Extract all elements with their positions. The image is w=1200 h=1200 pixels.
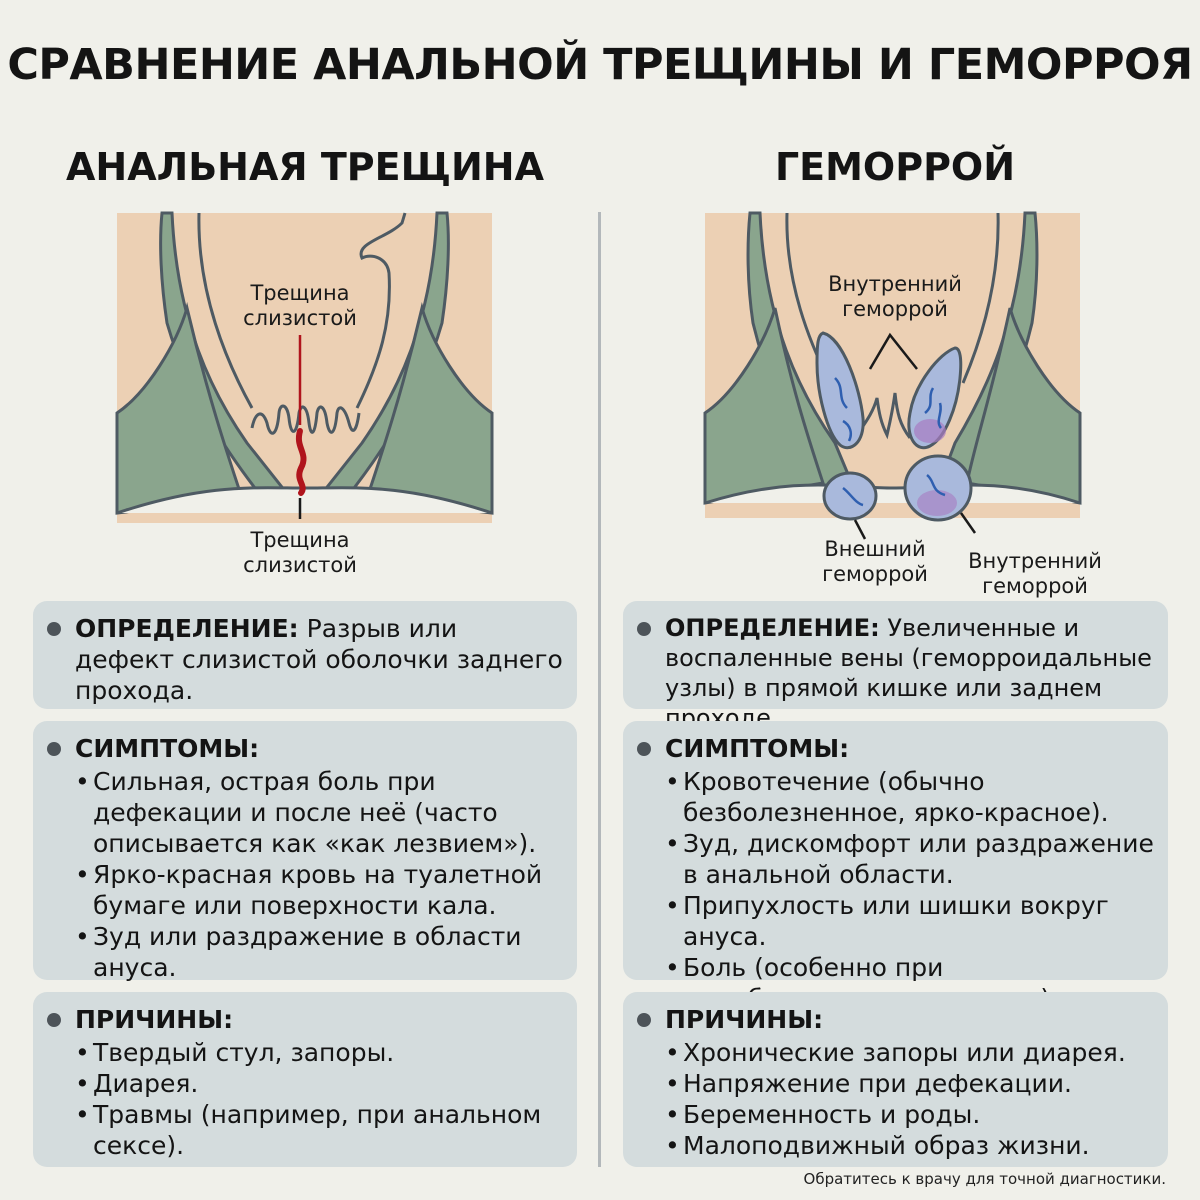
bullet-dot-icon: [637, 742, 651, 756]
list-item: Хронические запоры или диарея.: [665, 1037, 1154, 1068]
hemorrhoid-definition-card: ОПРЕДЕЛЕНИЕ: Увеличенные и воспаленные в…: [623, 601, 1168, 732]
internal-hemorrhoid-bottom-label: Внутренний геморрой: [968, 549, 1102, 598]
hemorrhoid-definition-heading: ОПРЕДЕЛЕНИЕ:: [665, 614, 880, 642]
list-item: Травмы (например, при анальном сексе).: [75, 1099, 563, 1161]
fissure-causes-card: ПРИЧИНЫ: Твердый стул, запоры. Диарея. Т…: [33, 992, 577, 1167]
page-title: СРАВНЕНИЕ АНАЛЬНОЙ ТРЕЩИНЫ И ГЕМОРРОЯ: [7, 40, 1193, 90]
bullet-dot-icon: [637, 622, 651, 636]
internal-hemorrhoid-top-label: Внутренний геморрой: [828, 272, 962, 321]
list-item: Зуд, дискомфорт или раздражение в анальн…: [665, 828, 1154, 890]
fissure-bottom-label: Трещина слизистой: [243, 528, 357, 577]
list-item: Припухлость или шишки вокруг ануса.: [665, 890, 1154, 952]
footnote: Обратитесь к врачу для точной диагностик…: [803, 1170, 1166, 1188]
bullet-dot-icon: [47, 742, 61, 756]
hemorrhoid-diagram: [703, 211, 1082, 543]
hemorrhoid-causes-card: ПРИЧИНЫ: Хронические запоры или диарея. …: [623, 992, 1168, 1167]
bullet-dot-icon: [47, 622, 61, 636]
external-hemorrhoid-label: Внешний геморрой: [822, 537, 928, 586]
list-item: Диарея.: [75, 1068, 563, 1099]
column-divider: [598, 212, 601, 1167]
list-item: Сильная, острая боль при дефекации и пос…: [75, 766, 563, 859]
hemorrhoid-definition-text: Увеличенные и воспаленные вены (геморрои…: [665, 614, 1152, 732]
list-item: Зуд или раздражение в области ануса.: [75, 921, 563, 983]
list-item: Беременность и роды.: [665, 1099, 1154, 1130]
hemorrhoid-column-title: ГЕМОРРОЙ: [774, 145, 1016, 189]
fissure-definition-text: Разрыв или дефект слизистой оболочки зад…: [75, 614, 563, 705]
fissure-top-label: Трещина слизистой: [243, 281, 357, 330]
bullet-dot-icon: [637, 1013, 651, 1027]
fissure-definition-heading: ОПРЕДЕЛЕНИЕ:: [75, 614, 299, 643]
fissure-symptoms-heading: СИМПТОМЫ:: [75, 734, 260, 763]
hemorrhoid-symptoms-card: СИМПТОМЫ: Кровотечение (обычно безболезн…: [623, 721, 1168, 1013]
list-item: Ярко-красная кровь на туалетной бумаге и…: [75, 859, 563, 921]
fissure-definition-card: ОПРЕДЕЛЕНИЕ: Разрыв или дефект слизистой…: [33, 601, 577, 709]
list-item: Твердый стул, запоры.: [75, 1037, 563, 1068]
list-item: Напряжение при дефекации.: [665, 1068, 1154, 1099]
list-item: Кровотечение (обычно безболезненное, ярк…: [665, 766, 1154, 828]
list-item: Малоподвижный образ жизни.: [665, 1130, 1154, 1161]
hemorrhoid-causes-heading: ПРИЧИНЫ:: [665, 1005, 824, 1034]
bullet-dot-icon: [47, 1013, 61, 1027]
hemorrhoid-symptoms-heading: СИМПТОМЫ:: [665, 734, 850, 763]
anal-fissure-diagram: [115, 211, 494, 543]
fissure-column-title: АНАЛЬНАЯ ТРЕЩИНА: [66, 145, 544, 189]
fissure-causes-heading: ПРИЧИНЫ:: [75, 1005, 234, 1034]
fissure-symptoms-card: СИМПТОМЫ: Сильная, острая боль при дефек…: [33, 721, 577, 983]
